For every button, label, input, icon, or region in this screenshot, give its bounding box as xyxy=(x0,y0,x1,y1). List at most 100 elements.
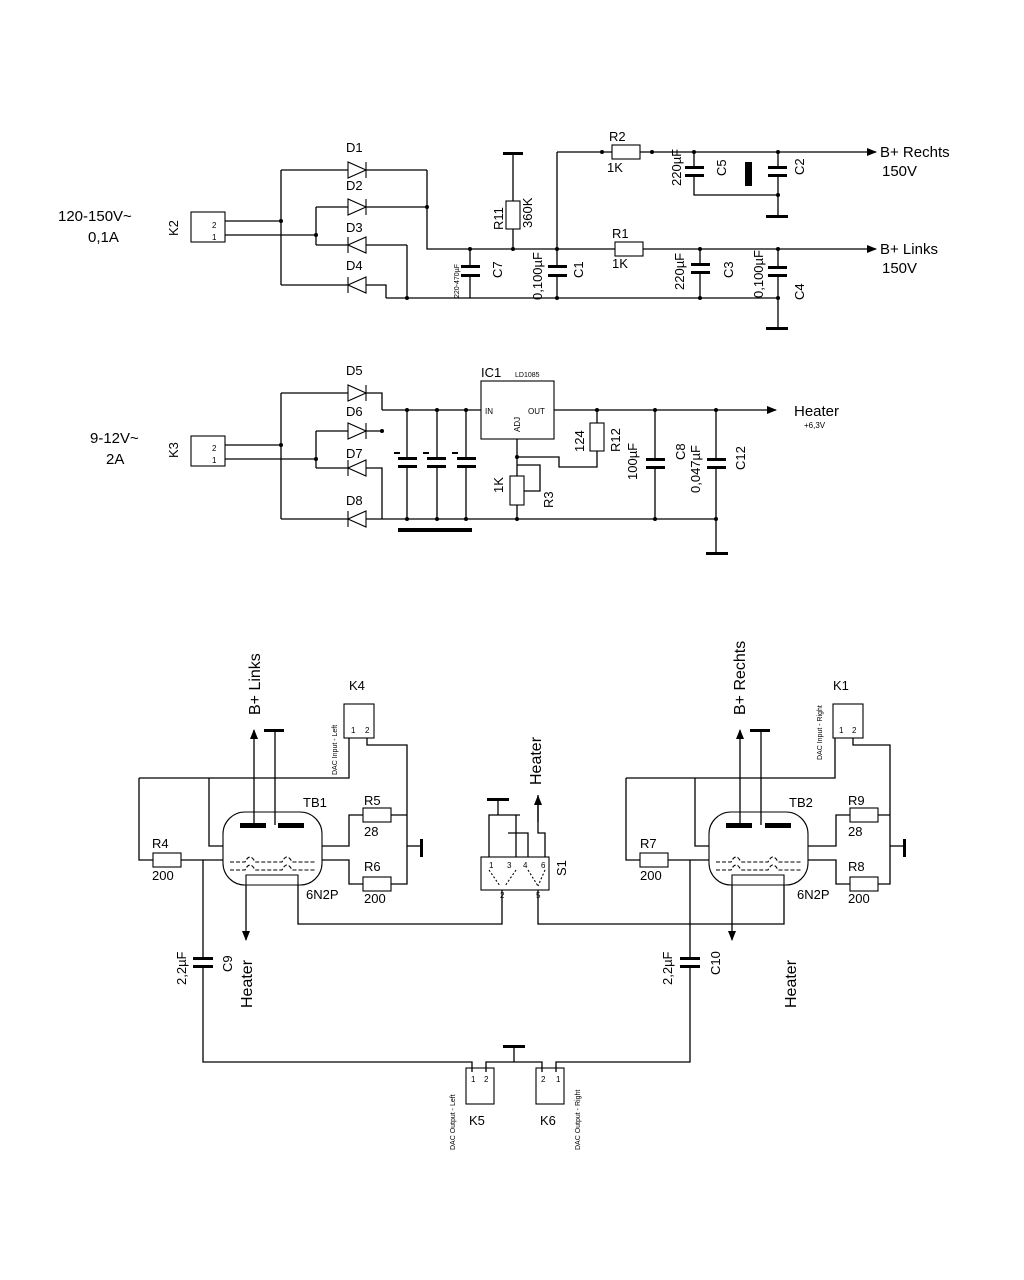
svg-text:DAC Input - Right: DAC Input - Right xyxy=(817,705,824,760)
svg-text:S1: S1 xyxy=(554,860,569,876)
svg-text:C5: C5 xyxy=(714,159,729,176)
b-plus-left-voltage: 150V xyxy=(882,260,917,277)
diode-d4: D4 xyxy=(346,258,367,294)
heater-power-supply: 9-12V~ 2A K3 21 D5 D6 D7 D8 IC1 LD1085 I… xyxy=(90,363,839,555)
svg-text:220µF: 220µF xyxy=(669,149,684,186)
heater-output-voltage: +6,3V xyxy=(804,421,826,430)
svg-text:DAC Output - Left: DAC Output - Left xyxy=(450,1094,457,1150)
svg-text:D6: D6 xyxy=(346,404,363,419)
svg-text:2: 2 xyxy=(852,726,857,735)
svg-text:C9: C9 xyxy=(220,955,235,972)
svg-text:1: 1 xyxy=(212,456,217,465)
capacitor-c1: 0,100µF C1 xyxy=(530,152,586,300)
svg-text:D7: D7 xyxy=(346,446,363,461)
svg-text:C10: C10 xyxy=(708,951,723,975)
capacitor-c8: 100µF C8 xyxy=(625,410,688,519)
svg-text:R8: R8 xyxy=(848,859,865,874)
svg-text:C7: C7 xyxy=(490,261,505,278)
svg-text:2,2µF: 2,2µF xyxy=(660,951,675,985)
svg-text:6N2P: 6N2P xyxy=(797,887,830,902)
svg-text:5: 5 xyxy=(536,891,541,900)
svg-text:220µF: 220µF xyxy=(672,253,687,290)
svg-text:4: 4 xyxy=(523,861,528,870)
svg-text:C8: C8 xyxy=(673,443,688,460)
svg-text:C1: C1 xyxy=(571,261,586,278)
diode-d5: D5 xyxy=(346,363,368,402)
svg-text:360K: 360K xyxy=(520,197,535,228)
k6-connector xyxy=(535,1067,565,1105)
svg-text:200: 200 xyxy=(640,868,662,883)
svg-text:0,100µF: 0,100µF xyxy=(530,252,545,300)
tube-tb1: TB1 6N2P xyxy=(222,795,339,902)
svg-text:D4: D4 xyxy=(346,258,363,273)
svg-text:124: 124 xyxy=(572,430,587,452)
svg-text:R3: R3 xyxy=(541,491,556,508)
k4-connector xyxy=(343,703,375,739)
svg-text:R5: R5 xyxy=(364,793,381,808)
resistor-r2: R2 1K xyxy=(607,129,641,175)
svg-text:LD1085: LD1085 xyxy=(515,372,540,379)
capacitor-c5: 220µF C5 xyxy=(669,149,778,196)
svg-text:1: 1 xyxy=(351,726,356,735)
regulator-ic1: IC1 LD1085 IN OUT ADJ xyxy=(480,365,555,440)
svg-text:1: 1 xyxy=(489,861,494,870)
svg-text:100µF: 100µF xyxy=(625,443,640,480)
svg-text:1: 1 xyxy=(212,233,217,242)
svg-text:2: 2 xyxy=(500,891,505,900)
svg-text:TB2: TB2 xyxy=(789,795,813,810)
diode-d2: D2 xyxy=(346,178,368,216)
svg-text:D3: D3 xyxy=(346,220,363,235)
hv-input-current: 0,1A xyxy=(88,229,119,246)
svg-text:R1: R1 xyxy=(612,226,629,241)
svg-text:C3: C3 xyxy=(721,261,736,278)
svg-text:DAC Input - Left: DAC Input - Left xyxy=(332,725,339,775)
svg-text:2: 2 xyxy=(212,444,217,453)
capacitor-c3: 220µF C3 xyxy=(672,249,736,298)
svg-text:200: 200 xyxy=(364,891,386,906)
k3-label: K3 xyxy=(166,442,181,458)
svg-text:ADJ: ADJ xyxy=(513,417,522,432)
resistor-r11: R11 360K xyxy=(491,152,535,249)
switch-heater-label: Heater xyxy=(528,736,545,785)
heater-left-label: Heater xyxy=(239,959,256,1008)
b-plus-right-label: B+ Rechts xyxy=(880,144,950,161)
svg-text:C12: C12 xyxy=(733,446,748,470)
heater-output-label: Heater xyxy=(794,403,839,420)
svg-text:1K: 1K xyxy=(607,160,623,175)
svg-text:C4: C4 xyxy=(792,283,807,300)
hv-input-voltage: 120-150V~ xyxy=(58,208,132,225)
svg-text:DAC Output - Right: DAC Output - Right xyxy=(575,1090,582,1150)
svg-text:220-470µF: 220-470µF xyxy=(454,264,461,298)
svg-text:R2: R2 xyxy=(609,129,626,144)
diode-d3: D3 xyxy=(346,220,367,254)
svg-text:D5: D5 xyxy=(346,363,363,378)
svg-text:IC1: IC1 xyxy=(481,365,501,380)
svg-text:TB1: TB1 xyxy=(303,795,327,810)
svg-text:1: 1 xyxy=(471,1075,476,1084)
capacitor-c12: 0,047µF C12 xyxy=(688,410,748,555)
svg-text:6: 6 xyxy=(541,861,546,870)
resistor-r5: R5 28 xyxy=(362,793,392,839)
svg-text:R6: R6 xyxy=(364,859,381,874)
potentiometer-r3: 1K R3 xyxy=(491,464,556,519)
hv-power-supply: 120-150V~ 0,1A K2 21 D1 D2 D3 D4 220-470… xyxy=(58,129,950,330)
diode-d1: D1 xyxy=(346,140,368,179)
svg-text:1K: 1K xyxy=(612,256,628,271)
heater-input-current: 2A xyxy=(106,451,124,468)
svg-text:R4: R4 xyxy=(152,836,169,851)
k1-connector xyxy=(832,703,864,739)
svg-text:OUT: OUT xyxy=(528,407,545,416)
svg-text:28: 28 xyxy=(848,824,862,839)
diode-d7: D7 xyxy=(346,446,367,477)
svg-text:R7: R7 xyxy=(640,836,657,851)
svg-text:28: 28 xyxy=(364,824,378,839)
svg-text:2: 2 xyxy=(541,1075,546,1084)
k3-connector xyxy=(190,435,226,467)
capacitor-c4: 0,100µF C4 xyxy=(751,249,807,330)
